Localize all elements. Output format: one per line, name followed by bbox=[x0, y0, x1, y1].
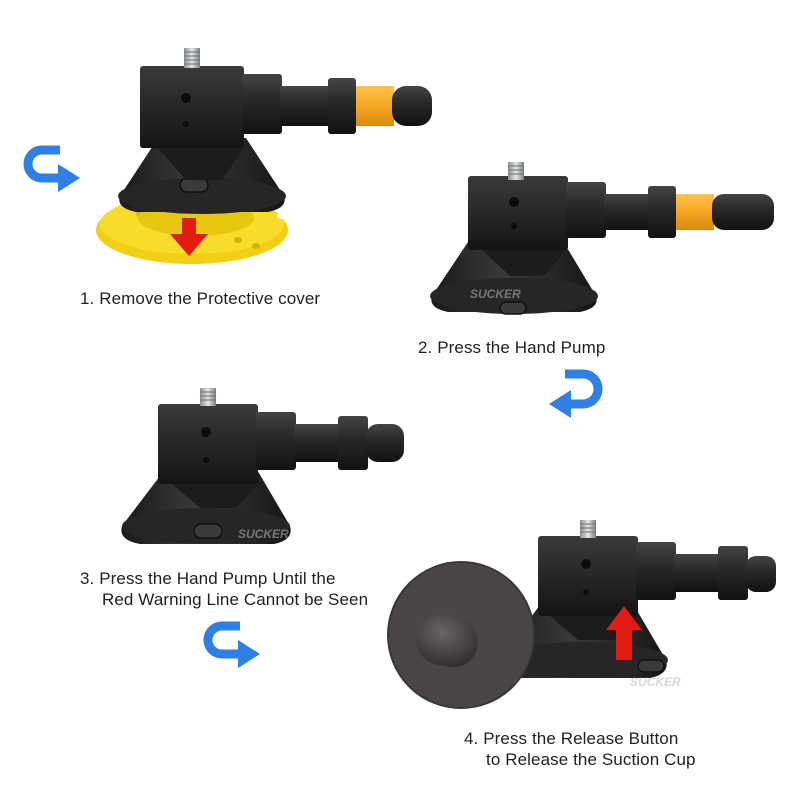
step-3-caption: 3. Press the Hand Pump Until the Red War… bbox=[80, 568, 368, 610]
watermark-text: SUCKER bbox=[470, 287, 521, 301]
step-4: SUCKER 4. Press the Release Button to Re… bbox=[380, 510, 800, 800]
release-button-closeup bbox=[386, 560, 536, 710]
rotate-arrow-icon bbox=[20, 140, 86, 200]
step-3: SUCKER 3. Press the Hand Pump Until the … bbox=[0, 380, 420, 680]
step-4-caption: 4. Press the Release Button to Release t… bbox=[464, 728, 696, 770]
caption-line: 4. Press the Release Button bbox=[464, 729, 679, 748]
rotate-arrow-icon bbox=[200, 618, 266, 678]
suction-cup-pumped: SUCKER bbox=[110, 380, 420, 560]
rotate-arrow-icon bbox=[545, 362, 611, 428]
step-1: 1. Remove the Protective cover bbox=[0, 0, 470, 320]
caption-line: 3. Press the Hand Pump Until the bbox=[80, 569, 336, 588]
step-2-caption: 2. Press the Hand Pump bbox=[418, 337, 605, 358]
caption-line: Red Warning Line Cannot be Seen bbox=[102, 590, 369, 609]
step-2: SUCKER 2. Press the Hand Pump bbox=[410, 150, 790, 428]
caption-line: 1. Remove the Protective cover bbox=[80, 289, 321, 308]
step-1-caption: 1. Remove the Protective cover bbox=[80, 288, 320, 309]
watermark-text: SUCKER bbox=[630, 675, 681, 689]
suction-cup-pump: SUCKER bbox=[410, 150, 790, 340]
watermark-text: SUCKER bbox=[238, 527, 289, 541]
red-up-arrow-icon bbox=[606, 606, 642, 660]
caption-line: to Release the Suction Cup bbox=[486, 750, 696, 769]
red-down-arrow-icon bbox=[170, 218, 208, 256]
suction-cup-with-cover bbox=[96, 40, 456, 280]
suction-cup-release: SUCKER bbox=[480, 510, 780, 700]
caption-line: 2. Press the Hand Pump bbox=[418, 338, 606, 357]
release-button-icon bbox=[416, 614, 478, 668]
